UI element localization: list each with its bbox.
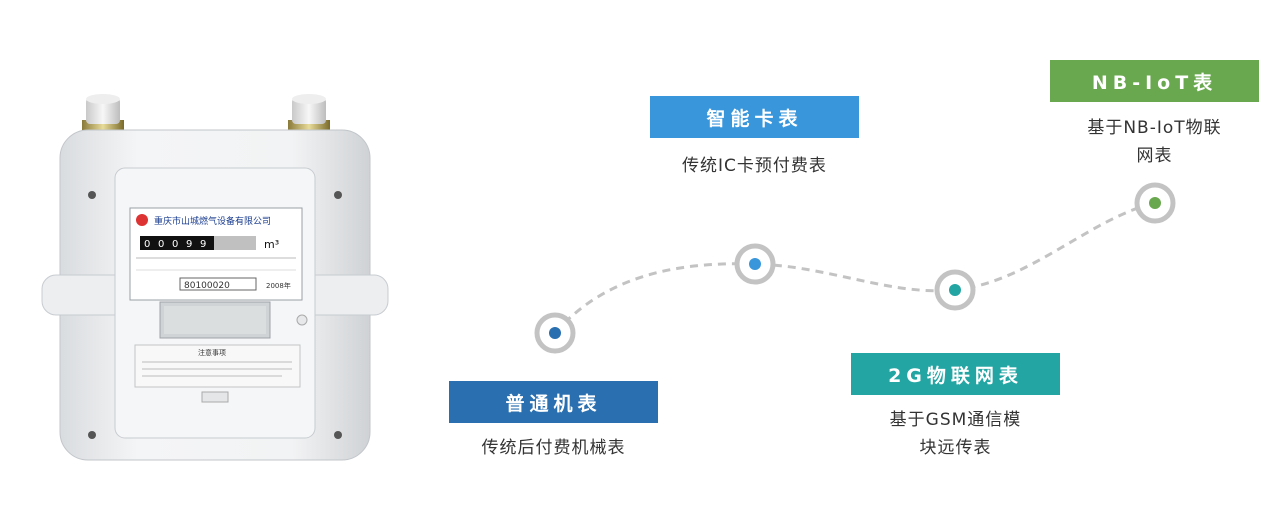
node-ring (1134, 182, 1176, 224)
dashed-curve (553, 201, 1156, 334)
node-ic-card (734, 243, 776, 285)
meter-brand-text: 重庆市山城燃气设备有限公司 (154, 215, 271, 227)
stage-desc-line: 块远传表 (919, 438, 992, 458)
node-nb-iot (1134, 182, 1176, 224)
node-dot (549, 327, 561, 339)
stage-desc-ic-card: 传统IC卡预付费表 (650, 152, 859, 180)
serial-text: 80100020 (184, 281, 230, 291)
stage-title-2g-iot: 2G物联网表 (851, 353, 1060, 395)
stage-desc-mechanical: 传统后付费机械表 (449, 434, 658, 462)
node-2g-iot (934, 269, 976, 311)
stage-desc-line: 传统IC卡预付费表 (682, 156, 827, 176)
node-mechanical (534, 312, 576, 354)
stage-title-mechanical: 普通机表 (449, 381, 658, 423)
svg-text:0: 0 (144, 239, 150, 250)
left-pipe-cap (82, 94, 124, 134)
stage-desc-line: 传统后付费机械表 (481, 438, 626, 458)
stage-title-nb-iot: NB-IoT表 (1050, 60, 1259, 102)
stage-title-ic-card: 智能卡表 (650, 96, 859, 138)
svg-text:9: 9 (186, 239, 192, 250)
year-text: 2008年 (266, 281, 291, 290)
node-ring (534, 312, 576, 354)
stage-desc-nb-iot: 基于NB-IoT物联 网表 (1050, 114, 1259, 170)
notice-title-text: 注意事项 (198, 348, 226, 357)
stage-desc-line: 基于NB-IoT物联 (1087, 118, 1222, 138)
counter-unit-text: m³ (264, 238, 279, 251)
stage-desc-line: 网表 (1136, 146, 1173, 166)
right-pipe-cap (288, 94, 330, 134)
stage-desc-2g-iot: 基于GSM通信模 块远传表 (851, 406, 1060, 462)
node-ring (734, 243, 776, 285)
node-dot (949, 284, 961, 296)
svg-text:0: 0 (172, 239, 178, 250)
node-ring (934, 269, 976, 311)
svg-text:0: 0 (158, 239, 164, 250)
node-dot (1149, 197, 1161, 209)
stage-desc-line: 基于GSM通信模 (889, 410, 1022, 430)
svg-text:9: 9 (200, 239, 206, 250)
node-dot (749, 258, 761, 270)
